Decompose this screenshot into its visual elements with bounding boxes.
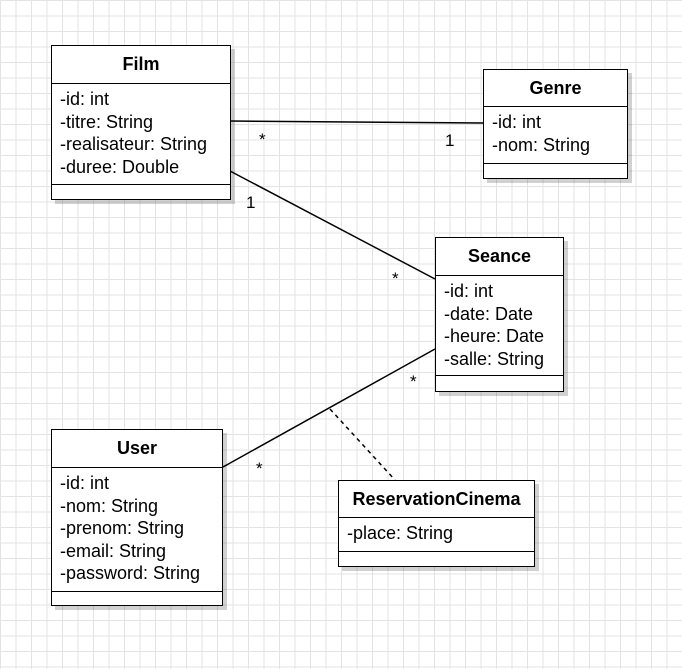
attribute-user-id: -id: int (60, 473, 110, 493)
class-genre-attributes: -id: int -nom: String (484, 107, 627, 164)
attribute-user-nom: -nom: String (60, 495, 159, 516)
attribute-film-realisateur: -realisateur: String (60, 134, 208, 154)
attribute-seance-id: -id: int (444, 281, 494, 301)
attribute-genre-id: -id: int (492, 112, 542, 132)
multiplicity-user-seance-seance-end: * (410, 372, 417, 391)
attribute-reservation-place: -place: String (347, 523, 454, 543)
attribute-genre-nom: -nom: String (492, 134, 591, 155)
class-film[interactable]: Film -id: int -titre: String -realisateu… (51, 45, 231, 200)
association-film-seance (229, 170, 436, 280)
class-user-name: User (52, 430, 222, 468)
multiplicity-film-seance-seance-end: * (392, 269, 399, 288)
class-film-attributes: -id: int -titre: String -realisateur: St… (52, 84, 230, 185)
class-seance-attributes: -id: int -date: Date -heure: Date -salle… (436, 276, 563, 376)
class-user[interactable]: User -id: int -nom: String -prenom: Stri… (51, 429, 223, 606)
class-reservation-cinema-operations (339, 552, 534, 566)
attribute-seance-heure: -heure: Date (444, 326, 545, 346)
class-film-operations (52, 185, 230, 199)
class-genre-operations (484, 164, 627, 178)
attribute-user-prenom: -prenom: String (60, 518, 185, 538)
class-user-attributes: -id: int -nom: String -prenom: String -e… (52, 468, 222, 592)
attribute-seance-salle: -salle: String (444, 348, 545, 369)
association-film-genre (229, 120, 484, 124)
class-user-operations (52, 592, 222, 605)
class-genre[interactable]: Genre -id: int -nom: String (483, 69, 628, 179)
attribute-user-password: -password: String (60, 563, 201, 583)
multiplicity-film-seance-film-end: 1 (246, 193, 256, 212)
class-seance-operations (436, 376, 563, 391)
class-reservation-cinema[interactable]: ReservationCinema -place: String (338, 480, 535, 567)
class-seance[interactable]: Seance -id: int -date: Date -heure: Date… (435, 237, 564, 392)
association-class-link-reservation (329, 408, 396, 481)
attribute-film-id: -id: int (60, 89, 110, 109)
class-genre-name: Genre (484, 70, 627, 107)
multiplicity-user-seance-user-end: * (256, 459, 263, 478)
multiplicity-film-genre-film-end: * (259, 130, 266, 149)
attribute-film-duree: -duree: Double (60, 156, 180, 177)
attribute-user-email: -email: String (60, 540, 167, 561)
attribute-film-titre: -titre: String (60, 111, 154, 132)
class-reservation-cinema-name: ReservationCinema (339, 481, 534, 518)
class-film-name: Film (52, 46, 230, 84)
attribute-seance-date: -date: Date (444, 303, 534, 324)
class-seance-name: Seance (436, 238, 563, 276)
class-reservation-cinema-attributes: -place: String (339, 518, 534, 552)
association-user-seance (222, 348, 436, 468)
multiplicity-film-genre-genre-end: 1 (445, 131, 455, 150)
